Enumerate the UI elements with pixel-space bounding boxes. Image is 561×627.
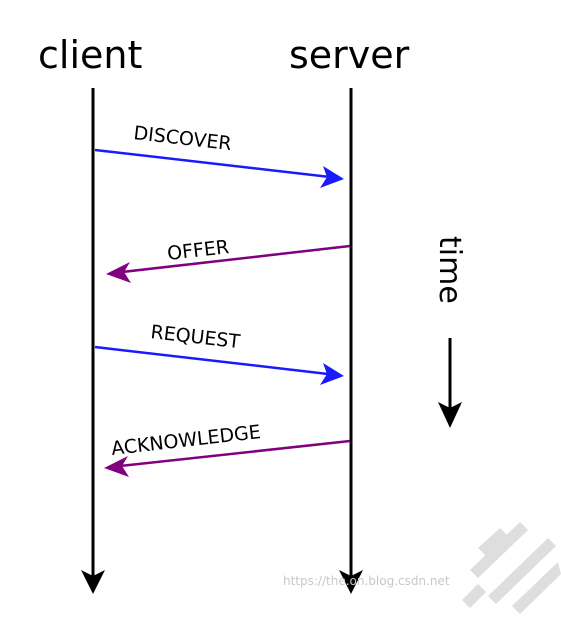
time-label: time: [432, 236, 467, 304]
acknowledge-arrow-line: [119, 439, 351, 468]
client-actor-label: client: [38, 33, 143, 77]
offer-arrow-line: [121, 244, 351, 274]
server-actor-label: server: [289, 33, 410, 77]
discover-label: DISCOVER: [132, 122, 232, 155]
offer-arrowhead: [106, 262, 131, 283]
discover-arrowhead: [320, 166, 344, 188]
message-discover: DISCOVER: [94, 122, 344, 188]
message-request: REQUEST: [94, 321, 344, 385]
request-arrow-line: [94, 345, 329, 376]
time-arrowhead: [438, 402, 462, 428]
client-lifeline-arrowhead: [81, 570, 105, 594]
server-lifeline-arrowhead: [339, 570, 363, 594]
request-arrowhead: [320, 363, 344, 385]
request-label: REQUEST: [149, 321, 241, 353]
watermark-logo: [462, 522, 561, 614]
watermark-url: https://the.on.blog.csdn.net: [283, 574, 450, 588]
message-acknowledge: ACKNOWLEDGE: [104, 421, 351, 477]
message-offer: OFFER: [106, 236, 351, 283]
acknowledge-arrowhead: [104, 456, 129, 477]
discover-arrow-line: [94, 148, 331, 179]
